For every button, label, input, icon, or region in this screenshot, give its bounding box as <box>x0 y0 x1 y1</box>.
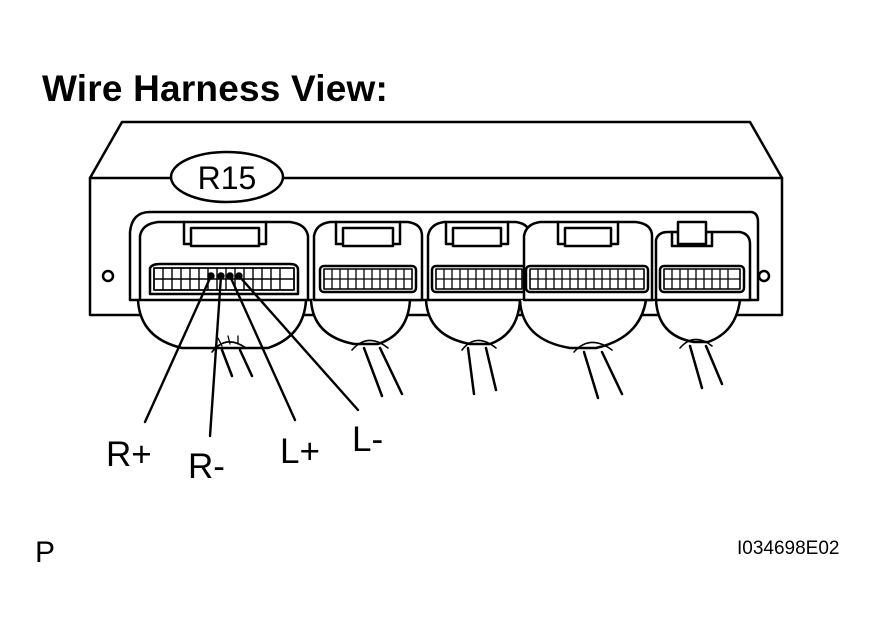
pin-label-l-plus: L+ <box>280 432 320 471</box>
diagram-title: Wire Harness View: <box>42 68 389 109</box>
leader-r-plus <box>143 274 213 424</box>
connector-r15 <box>136 220 310 378</box>
connector-5 <box>654 220 752 390</box>
connector-2-wire-bundle <box>351 339 404 398</box>
mounting-hole-left <box>101 269 115 283</box>
pin-leader-lines <box>143 272 360 438</box>
leader-l-minus <box>237 274 360 412</box>
reference-id: I034698E02 <box>737 538 840 559</box>
connector-3 <box>424 220 532 396</box>
connector-3-wire-bundle <box>461 339 498 396</box>
leader-l-plus <box>228 274 297 422</box>
r15-wire-bundle <box>211 335 254 378</box>
connector-4-wire-bundle <box>573 341 624 400</box>
r15-pin-lines <box>153 267 295 291</box>
connector-2 <box>309 220 424 398</box>
pin-label-r-minus: R- <box>188 447 225 486</box>
leader-r-minus <box>208 274 223 438</box>
connector-id-callout: R15 <box>169 150 285 204</box>
connector-5-wire-bundle <box>679 338 724 390</box>
pin-label-r-plus: R+ <box>106 435 152 474</box>
connector-id-label: R15 <box>198 160 257 196</box>
pin-label-l-minus: L- <box>352 420 384 459</box>
corner-mark: P <box>35 536 56 569</box>
connector-4 <box>518 220 654 400</box>
